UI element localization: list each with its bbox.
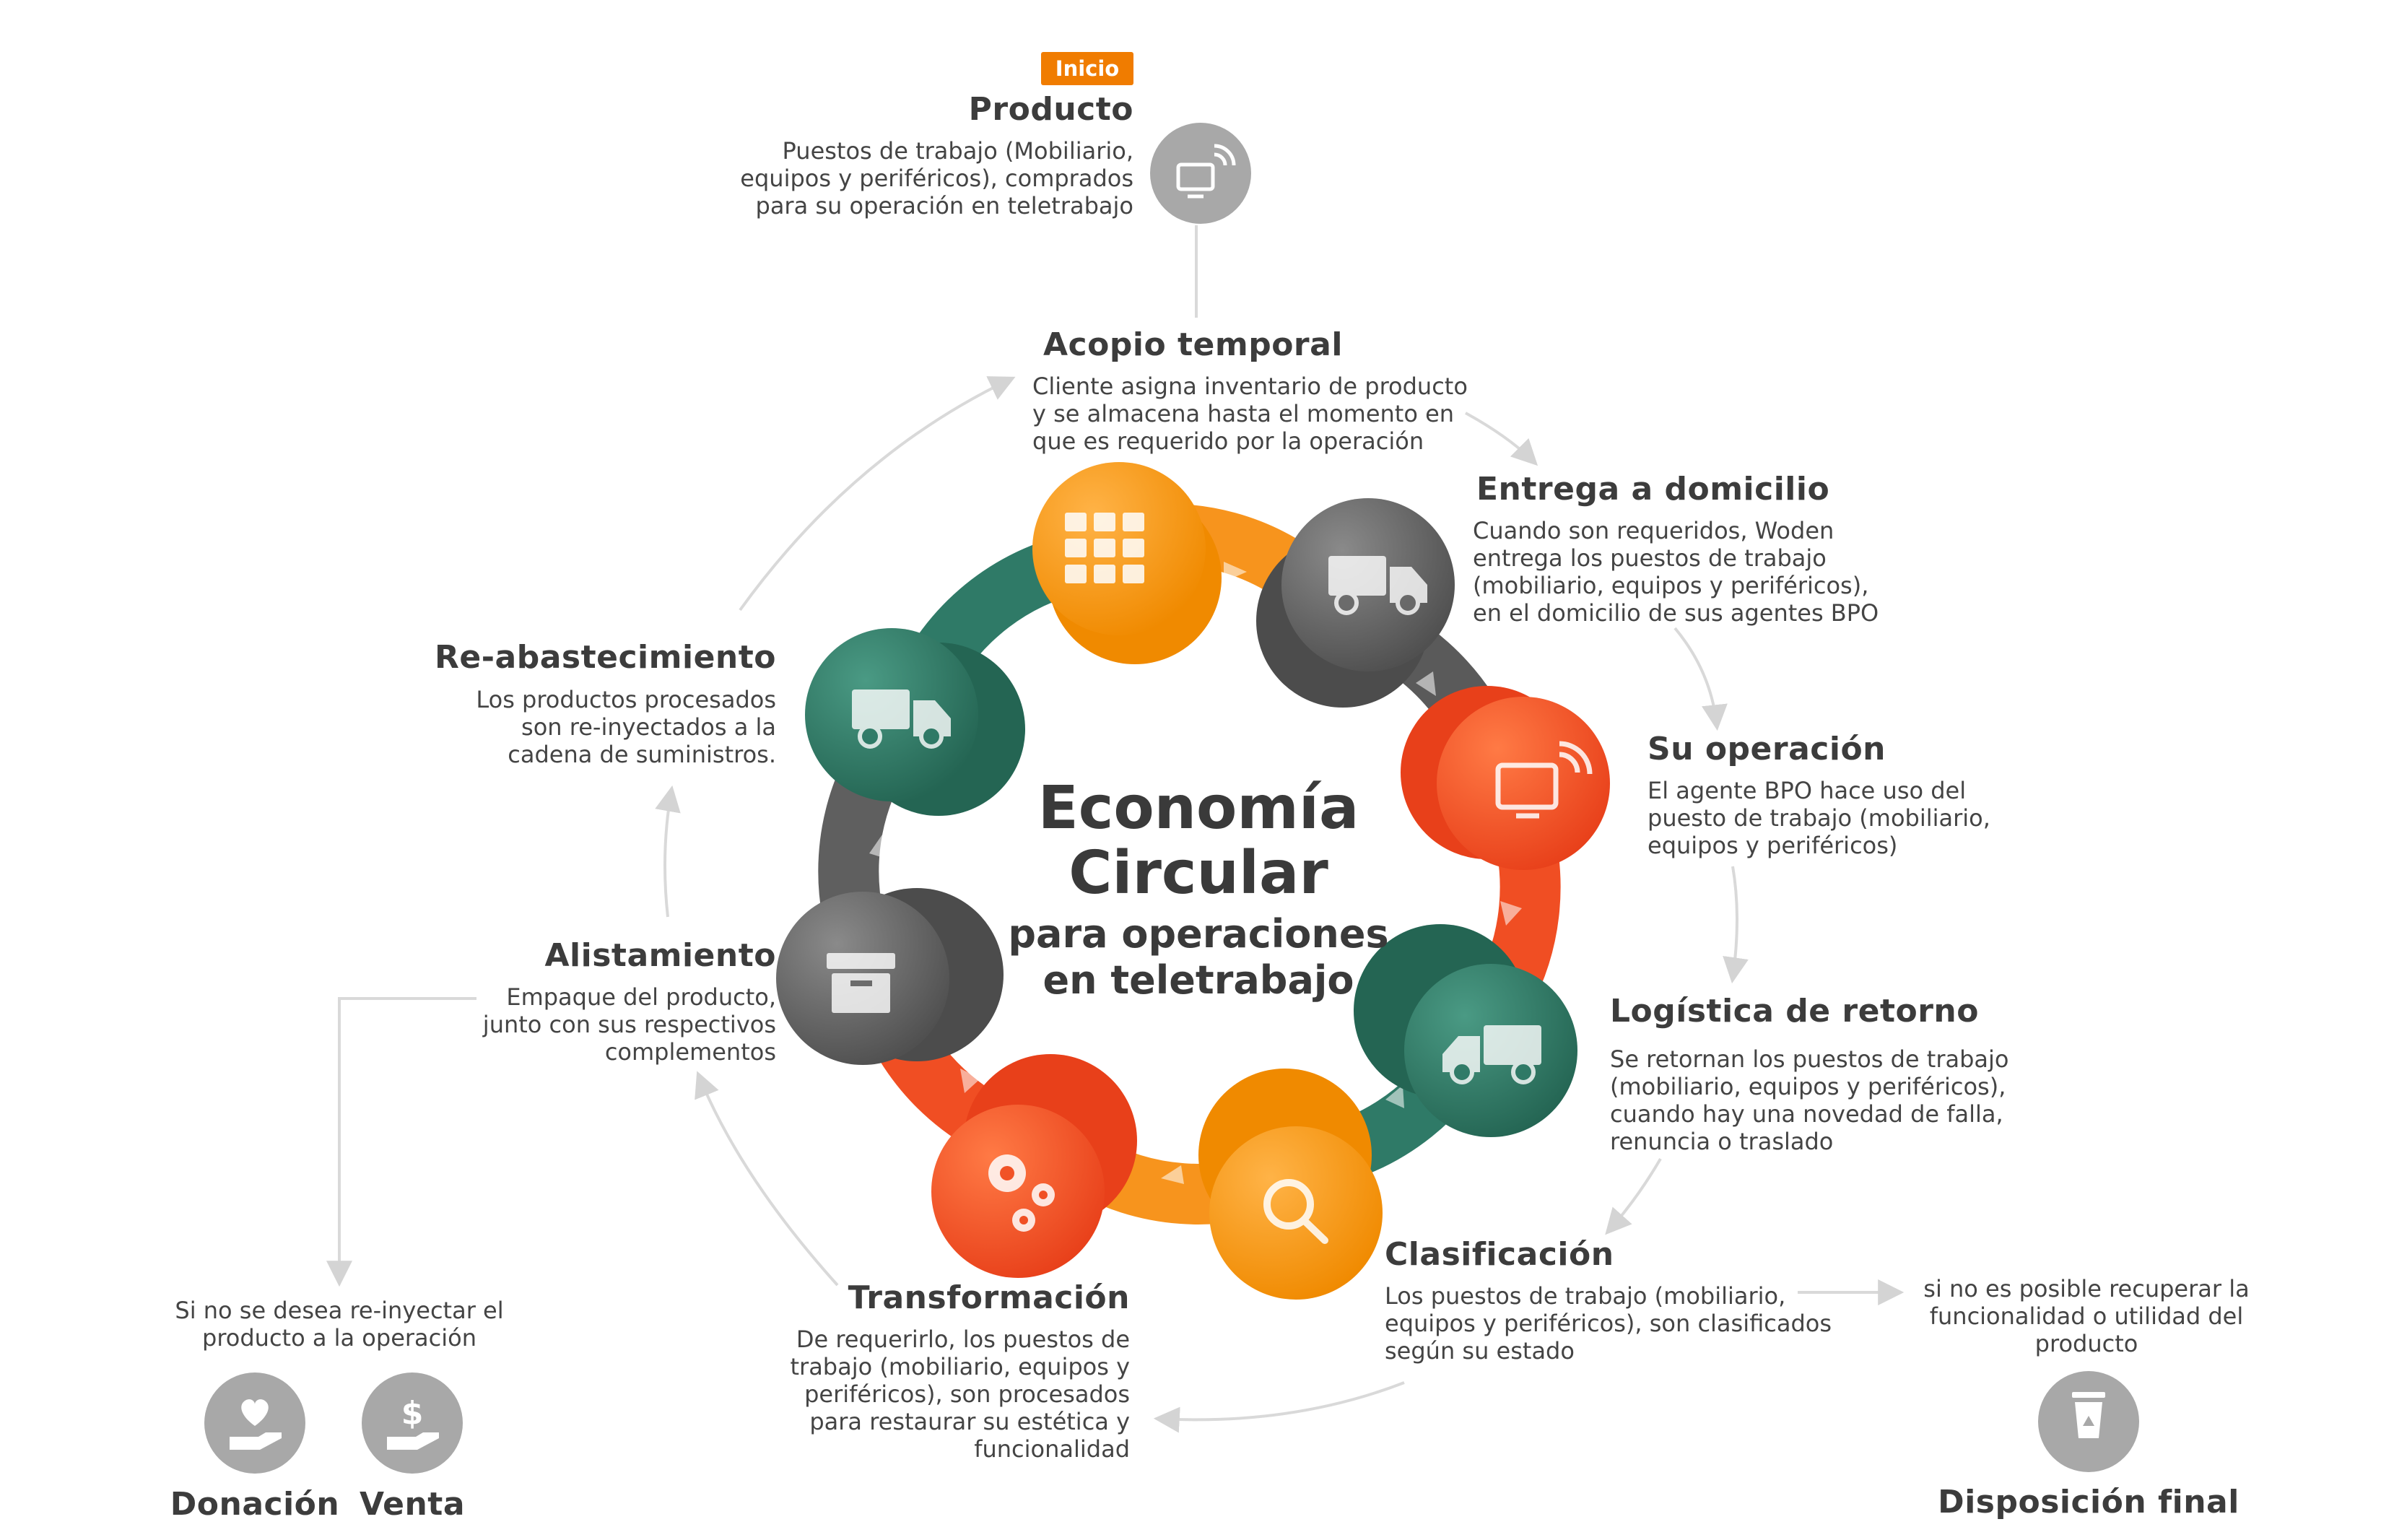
connector-acopio-entrega xyxy=(1465,412,1538,466)
producto-desc: Puestos de trabajo (Mobiliario, equipos … xyxy=(740,137,1133,219)
no-reinyectar-text: Si no se desea re-inyectar el producto a… xyxy=(175,1297,504,1352)
node-operacion xyxy=(1401,686,1610,870)
transformacion-title: Transformación xyxy=(848,1279,1130,1316)
recycle-bin-icon xyxy=(2072,1392,2105,1438)
producto-title: Producto xyxy=(968,91,1133,128)
center-subtitle-line1: para operaciones xyxy=(1008,911,1389,957)
connector-clasificacion-transformacion xyxy=(1153,1381,1405,1433)
entrega-desc: Cuando son requeridos, Woden entrega los… xyxy=(1473,517,1879,627)
svg-text:$: $ xyxy=(401,1395,424,1432)
grid-icon xyxy=(1065,513,1144,583)
center-subtitle-line2: en teletrabajo xyxy=(1043,957,1354,1003)
ring-arrow xyxy=(1224,562,1247,582)
disposicion-label: Disposición final xyxy=(1938,1484,2240,1521)
transformacion-desc: De requerirlo, los puestos de trabajo (m… xyxy=(790,1326,1130,1463)
ring-arrow xyxy=(869,835,888,859)
reabastecimiento-title: Re-abastecimiento xyxy=(435,639,776,676)
donacion-label: Donación xyxy=(170,1486,340,1523)
clasificacion-title: Clasificación xyxy=(1385,1236,1614,1273)
producto-circle xyxy=(1150,123,1251,224)
ring-arrow xyxy=(1500,901,1522,926)
connector-operacion-logistica xyxy=(1723,866,1749,984)
logistica-title: Logística de retorno xyxy=(1610,993,1979,1030)
truck-icon xyxy=(1442,1025,1541,1084)
logistica-desc: Se retornan los puestos de trabajo (mobi… xyxy=(1610,1045,2009,1155)
truck-icon xyxy=(852,689,951,749)
ring-arrow xyxy=(960,1069,980,1093)
node-clasificacion xyxy=(1198,1069,1383,1300)
magnifier-icon xyxy=(1263,1179,1328,1244)
venta-circle: $ xyxy=(362,1372,463,1474)
ring-arrow xyxy=(1161,1165,1184,1184)
inicio-badge: Inicio xyxy=(1041,52,1133,85)
ring-direction-arrows xyxy=(869,562,1522,1184)
reabastecimiento-desc: Los productos procesados son re-inyectad… xyxy=(476,686,776,768)
alistamiento-desc: Empaque del producto, junto con sus resp… xyxy=(482,983,776,1066)
entrega-title: Entrega a domicilio xyxy=(1476,471,1830,508)
truck-icon xyxy=(1328,556,1427,615)
ring-arrow xyxy=(996,634,1019,657)
no-recuperar-text: si no es posible recuperar la funcionali… xyxy=(1923,1275,2250,1357)
connector-alistamiento-reabastecimiento xyxy=(655,785,681,918)
connector-logistica-clasificacion xyxy=(1605,1157,1662,1235)
dollar-hand-icon: $ xyxy=(387,1395,439,1450)
alistamiento-title: Alistamiento xyxy=(544,937,776,974)
disposicion-circle xyxy=(2038,1371,2139,1472)
connector-alistamiento-no-reinyectar xyxy=(326,997,476,1287)
heart-hand-icon xyxy=(230,1399,282,1450)
center-title-line1: Economía xyxy=(1037,774,1359,843)
acopio-title: Acopio temporal xyxy=(1043,326,1343,363)
center-title-line2: Circular xyxy=(1068,839,1328,908)
operacion-title: Su operación xyxy=(1648,731,1886,767)
acopio-desc: Cliente asigna inventario de producto y … xyxy=(1032,373,1468,455)
connectors xyxy=(326,225,1905,1433)
connector-reabastecimiento-acopio xyxy=(739,376,1016,612)
clasificacion-desc: Los puestos de trabajo (mobiliario, equi… xyxy=(1385,1282,1832,1365)
connector-transformacion-alistamiento xyxy=(695,1071,839,1287)
monitor-wifi-icon xyxy=(1176,144,1236,199)
ring-arrow xyxy=(1385,1085,1404,1108)
box-icon xyxy=(827,953,895,1013)
monitor-wifi-icon xyxy=(1495,741,1593,819)
venta-label: Venta xyxy=(359,1486,466,1523)
node-acopio xyxy=(1032,462,1222,664)
operacion-desc: El agente BPO hace uso del puesto de tra… xyxy=(1648,777,1990,859)
ring-arrow xyxy=(1416,671,1436,696)
donacion-circle xyxy=(204,1372,305,1474)
gears-icon xyxy=(988,1154,1055,1232)
connector-entrega-operacion xyxy=(1673,627,1728,731)
